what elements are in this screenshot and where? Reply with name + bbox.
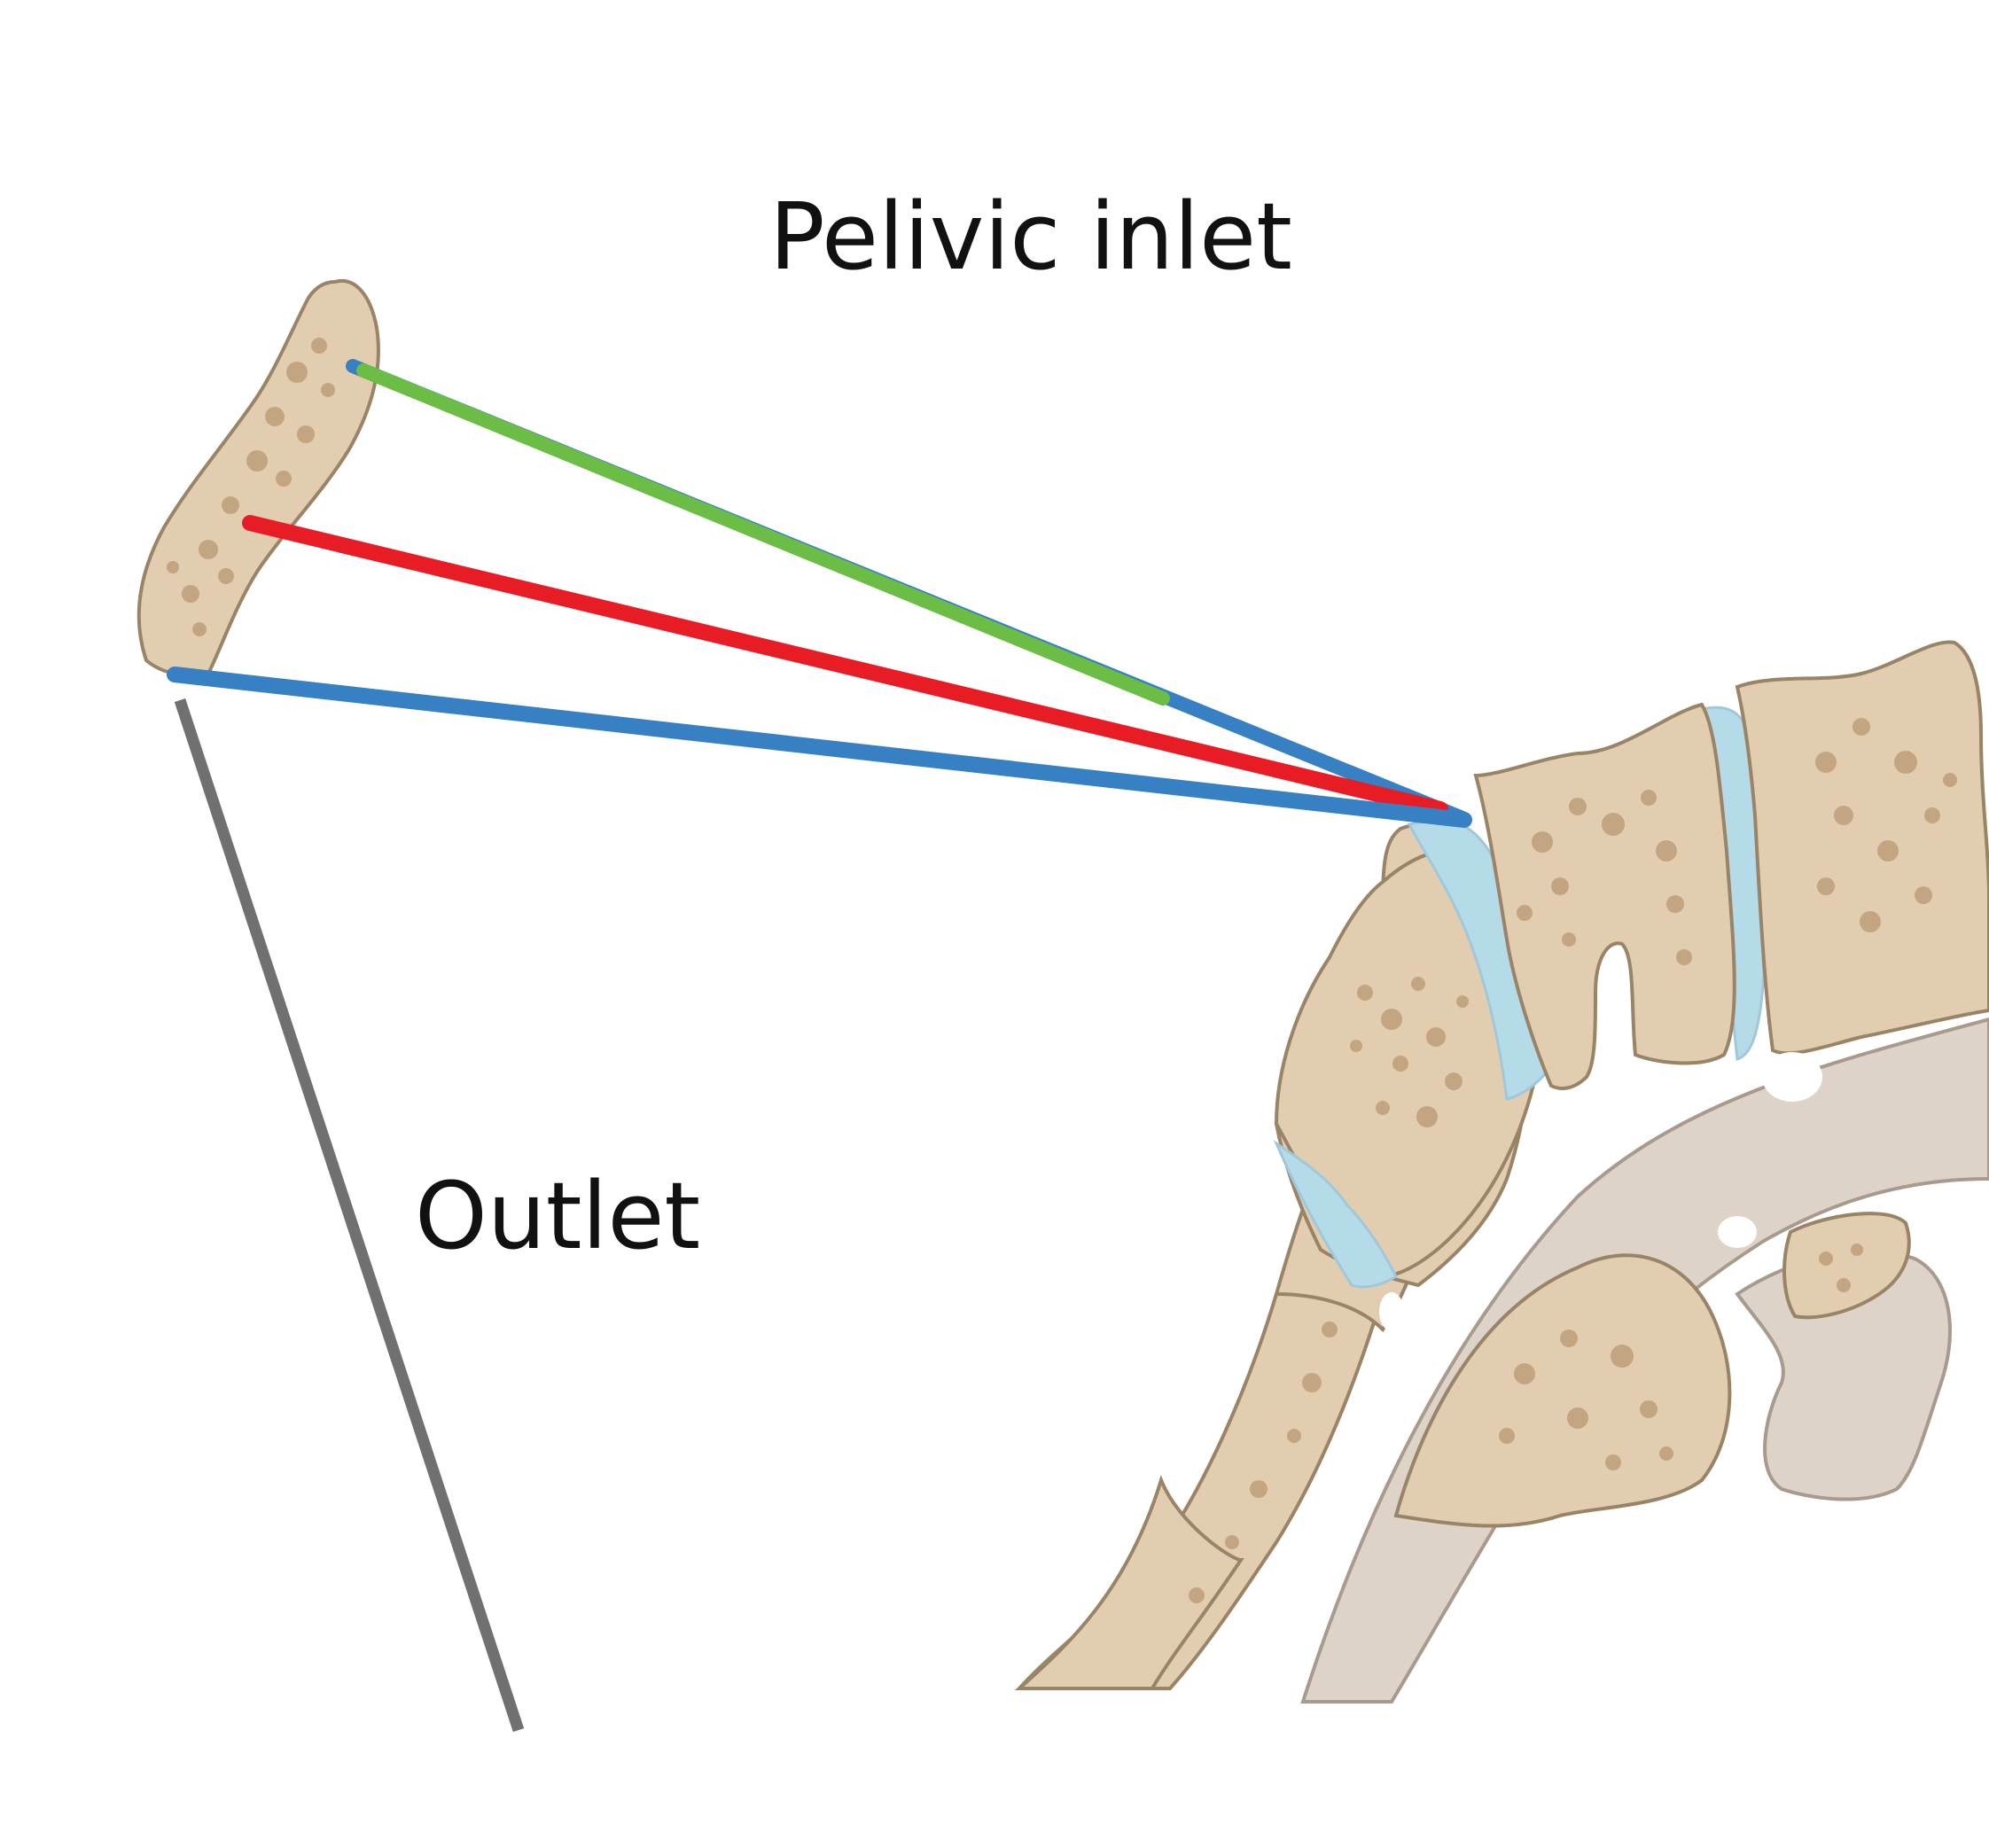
lumbar-vertebra-l4 [1735, 640, 1989, 1056]
lumbar-vertebra-l5 [1473, 702, 1736, 1090]
lumbar-spongy-texture [1517, 718, 1957, 965]
outlet-label: Outlet [415, 1162, 701, 1270]
diagonal-conjugate-line [242, 515, 1448, 817]
foramen-5 [1937, 1239, 1981, 1278]
foramen-4 [1379, 1292, 1404, 1331]
spinous-process [1782, 1212, 1911, 1320]
sacrum-and-lumbar-spine [1014, 640, 1989, 1704]
conjugate-lines [167, 359, 1472, 1733]
outlet-axis-line [174, 698, 525, 1733]
pubic-bone [136, 278, 380, 678]
intervertebral-disc-l5-s1 [1407, 819, 1562, 1101]
coccyx-segment [1014, 1475, 1244, 1690]
anatomical-conjugate-line [356, 363, 1170, 706]
intervertebral-disc-sacral [1273, 1139, 1398, 1289]
obstetric-conjugate-line [167, 667, 1472, 828]
pubic-symphysis [136, 278, 380, 678]
pelvic-inlet-label: Pelivic inlet [769, 183, 1292, 291]
foramen-1 [1580, 1080, 1619, 1127]
foramen-2 [1762, 1052, 1822, 1102]
spinous-process-texture [1819, 1244, 1863, 1292]
foramen-3 [1718, 1216, 1757, 1248]
spongy-bone-texture [1189, 977, 1469, 1603]
vertebral-body-lower-right [1393, 1253, 1732, 1528]
lower-vertebra-texture [1499, 1329, 1673, 1470]
